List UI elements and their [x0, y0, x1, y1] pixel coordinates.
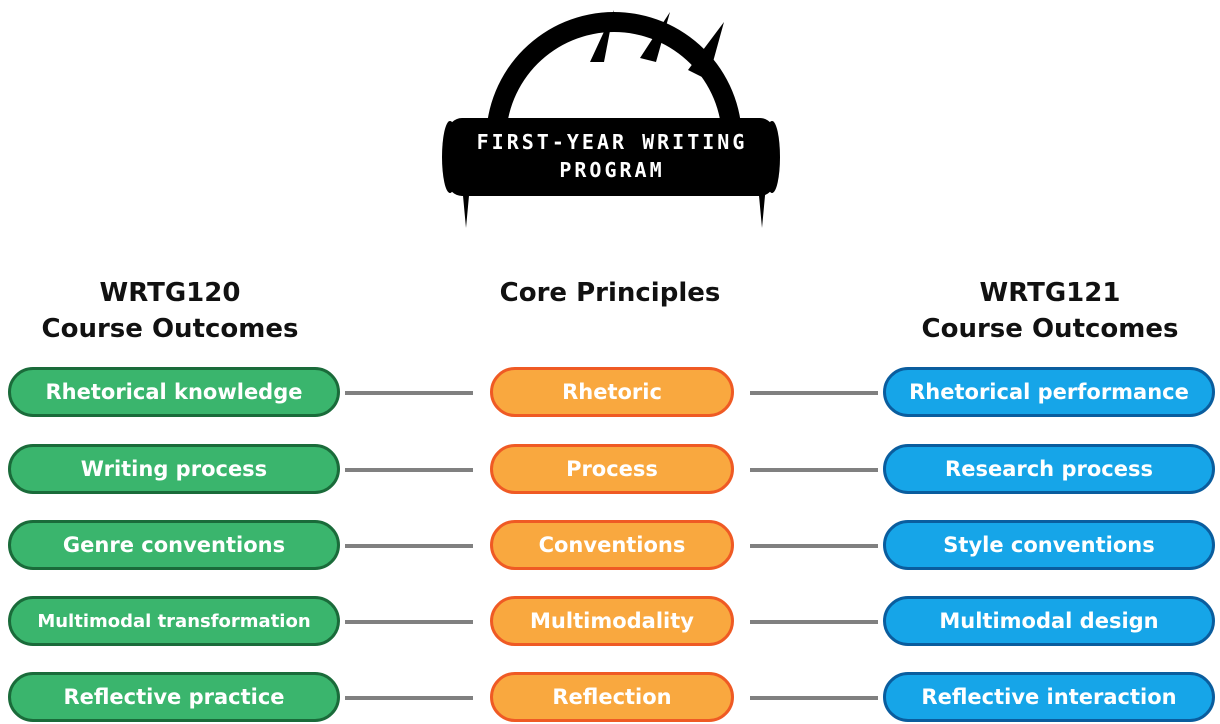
connector-line: [750, 468, 878, 472]
connector-line: [750, 620, 878, 624]
logo-spike-3: [688, 22, 724, 80]
logo-text-line2: PROGRAM: [559, 158, 665, 182]
outcome-row: Multimodal transformation Multimodality …: [0, 596, 1220, 652]
outcome-row: Rhetorical knowledge Rhetoric Rhetorical…: [0, 367, 1220, 423]
heading-wrtg121-subtitle: Course Outcomes: [921, 314, 1179, 344]
connector-line: [345, 544, 473, 548]
heading-wrtg121: WRTG121 Course Outcomes: [880, 275, 1220, 347]
core-principle-pill: Reflection: [490, 672, 734, 722]
core-principle-pill: Rhetoric: [490, 367, 734, 417]
wrtg120-outcome-pill: Writing process: [8, 444, 340, 494]
connector-line: [345, 468, 473, 472]
logo-text-line1: FIRST-YEAR WRITING: [476, 130, 748, 154]
wrtg120-outcome-pill: Multimodal transformation: [8, 596, 340, 646]
connector-line: [345, 391, 473, 395]
connector-line: [750, 391, 878, 395]
connector-line: [345, 620, 473, 624]
connector-line: [750, 696, 878, 700]
logo-spike-2: [640, 12, 670, 62]
logo-arch: [486, 12, 742, 140]
heading-wrtg120-subtitle: Course Outcomes: [41, 314, 299, 344]
wrtg121-outcome-pill: Rhetorical performance: [883, 367, 1215, 417]
connector-line: [750, 544, 878, 548]
core-principle-pill: Process: [490, 444, 734, 494]
wrtg121-outcome-pill: Style conventions: [883, 520, 1215, 570]
outcome-row: Reflective practice Reflection Reflectiv…: [0, 672, 1220, 724]
core-principle-pill: Multimodality: [490, 596, 734, 646]
outcome-row: Writing process Process Research process: [0, 444, 1220, 500]
wrtg120-outcome-pill: Reflective practice: [8, 672, 340, 722]
program-logo: [442, 10, 780, 228]
wrtg121-outcome-pill: Research process: [883, 444, 1215, 494]
core-principle-pill: Conventions: [490, 520, 734, 570]
wrtg121-outcome-pill: Multimodal design: [883, 596, 1215, 646]
heading-wrtg120-code: WRTG120: [99, 278, 241, 308]
outcome-row: Genre conventions Conventions Style conv…: [0, 520, 1220, 576]
logo-spike-1: [590, 10, 614, 62]
heading-wrtg120: WRTG120 Course Outcomes: [0, 275, 340, 347]
wrtg121-outcome-pill: Reflective interaction: [883, 672, 1215, 722]
wrtg120-outcome-pill: Rhetorical knowledge: [8, 367, 340, 417]
wrtg120-outcome-pill: Genre conventions: [8, 520, 340, 570]
heading-wrtg121-code: WRTG121: [979, 278, 1121, 308]
heading-core-principles: Core Principles: [499, 278, 721, 308]
logo-banner: [448, 118, 774, 196]
connector-line: [345, 696, 473, 700]
